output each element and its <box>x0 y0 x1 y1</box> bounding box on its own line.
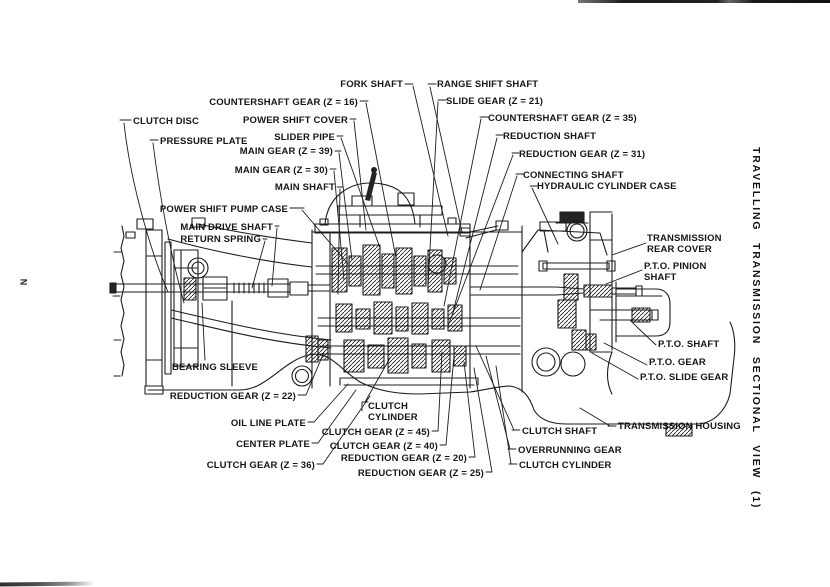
label-clutch-cylinder-right: CLUTCH CYLINDER <box>519 460 612 471</box>
label-bearing-sleeve: BEARING SLEEVE <box>172 362 259 373</box>
label-pto-shaft: P.T.O. SHAFT <box>658 339 720 350</box>
label-center-plate: CENTER PLATE <box>236 439 310 450</box>
label-reduction-shaft: REDUCTION SHAFT <box>503 131 597 142</box>
label-pto-gear: P.T.O. GEAR <box>649 357 706 368</box>
label-reduction-gear-20: REDUCTION GEAR (Z = 20) <box>340 453 467 464</box>
label-clutch-disc: CLUTCH DISC <box>133 116 200 127</box>
label-transmission-housing: TRANSMISSION HOUSING <box>618 421 741 432</box>
label-connecting-shaft: CONNECTING SHAFT <box>523 170 624 181</box>
label-main-gear-30: MAIN GEAR (Z = 30) <box>234 165 328 176</box>
label-main-shaft: MAIN SHAFT <box>274 182 335 193</box>
label-power-shift-cover: POWER SHIFT COVER <box>243 115 348 126</box>
leader-lines <box>119 83 657 473</box>
label-countershaft-gear-16: COUNTERSHAFT GEAR (Z = 16) <box>209 97 358 108</box>
label-oil-line-plate: OIL LINE PLATE <box>230 418 306 429</box>
label-main-drive-shaft: MAIN DRIVE SHAFT <box>180 222 273 233</box>
label-clutch-cylinder-center: CLUTCH CYLINDER <box>368 401 418 424</box>
label-clutch-gear-36: CLUTCH GEAR (Z = 36) <box>206 460 315 471</box>
main-drive-shaft-art <box>109 276 331 301</box>
gear-cluster-art <box>305 244 521 386</box>
label-clutch-gear-40: CLUTCH GEAR (Z = 40) <box>329 441 438 452</box>
label-reduction-gear-22: REDUCTION GEAR (Z = 22) <box>169 391 296 402</box>
label-pressure-plate: PRESSURE PLATE <box>160 136 248 147</box>
label-range-shift-shaft: RANGE SHIFT SHAFT <box>437 79 539 90</box>
label-countershaft-gear-35: COUNTERSHAFT GEAR (Z = 35) <box>488 113 637 124</box>
label-clutch-shaft: CLUTCH SHAFT <box>522 426 598 437</box>
label-main-gear-39: MAIN GEAR (Z = 39) <box>239 146 333 157</box>
label-reduction-gear-25: REDUCTION GEAR (Z = 25) <box>357 468 484 479</box>
bottom-housing-art <box>359 321 736 437</box>
label-clutch-gear-45: CLUTCH GEAR (Z = 45) <box>321 427 430 438</box>
label-pto-pinion-shaft: P.T.O. PINION SHAFT <box>644 261 707 284</box>
margin-page-mark: N <box>18 278 29 286</box>
scan-artifact-top <box>578 0 830 3</box>
label-hydraulic-cylinder-case: HYDRAULIC CYLINDER CASE <box>537 181 677 192</box>
label-slider-pipe: SLIDER PIPE <box>274 132 335 143</box>
label-slide-gear-21: SLIDE GEAR (Z = 21) <box>446 96 544 107</box>
label-pto-slide-gear: P.T.O. SLIDE GEAR <box>640 372 729 383</box>
label-fork-shaft: FORK SHAFT <box>340 79 403 90</box>
label-transmission-rear-cover: TRANSMISSION REAR COVER <box>647 233 722 256</box>
label-reduction-gear-31: REDUCTION GEAR (Z = 31) <box>519 149 646 160</box>
gearbox-case-art <box>311 167 523 393</box>
label-overrunning-gear: OVERRUNNING GEAR <box>518 445 622 456</box>
label-return-spring: RETURN SPRING <box>180 234 261 245</box>
label-power-shift-pump-case: POWER SHIFT PUMP CASE <box>159 204 288 215</box>
page-side-title: TRAVELLING TRANSMISSION SECTIONAL VIEW (… <box>750 147 762 510</box>
rear-section-art <box>459 211 671 353</box>
